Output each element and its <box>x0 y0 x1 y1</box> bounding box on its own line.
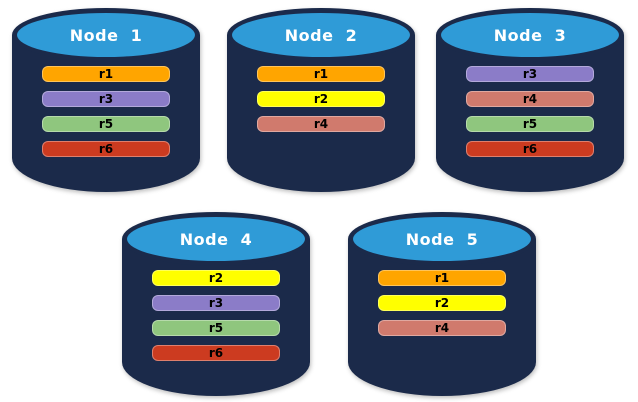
node-5-records: r1 r2 r4 <box>348 270 536 336</box>
record-bar-r2: r2 <box>257 91 385 107</box>
node-1-cylinder-top: Node 1 <box>12 8 200 62</box>
record-bar-r1: r1 <box>257 66 385 82</box>
record-bar-r6: r6 <box>466 141 594 157</box>
record-bar-r2: r2 <box>152 270 280 286</box>
node-1-title: Node 1 <box>69 25 143 45</box>
node-5: Node 5 r1 r2 r4 <box>348 212 536 396</box>
node-4-records: r2 r3 r5 r6 <box>122 270 310 361</box>
node-2-title: Node 2 <box>284 25 358 45</box>
node-1-records: r1 r3 r5 r6 <box>12 66 200 157</box>
record-bar-r5: r5 <box>42 116 170 132</box>
node-2-cylinder-top: Node 2 <box>227 8 415 62</box>
record-bar-r5: r5 <box>152 320 280 336</box>
record-bar-r1: r1 <box>42 66 170 82</box>
record-bar-r6: r6 <box>152 345 280 361</box>
record-bar-r1: r1 <box>378 270 506 286</box>
record-bar-r3: r3 <box>152 295 280 311</box>
record-bar-r5: r5 <box>466 116 594 132</box>
record-bar-r4: r4 <box>257 116 385 132</box>
record-bar-r6: r6 <box>42 141 170 157</box>
node-1: Node 1 r1 r3 r5 r6 <box>12 8 200 192</box>
node-2: Node 2 r1 r2 r4 <box>227 8 415 192</box>
record-bar-r2: r2 <box>378 295 506 311</box>
node-3-cylinder-top: Node 3 <box>436 8 624 62</box>
record-bar-r3: r3 <box>42 91 170 107</box>
record-bar-r4: r4 <box>378 320 506 336</box>
node-3: Node 3 r3 r4 r5 r6 <box>436 8 624 192</box>
node-2-records: r1 r2 r4 <box>227 66 415 132</box>
node-3-records: r3 r4 r5 r6 <box>436 66 624 157</box>
node-4-title: Node 4 <box>179 229 253 249</box>
node-5-cylinder-top: Node 5 <box>348 212 536 266</box>
node-3-title: Node 3 <box>493 25 567 45</box>
node-4-cylinder-top: Node 4 <box>122 212 310 266</box>
record-bar-r4: r4 <box>466 91 594 107</box>
record-bar-r3: r3 <box>466 66 594 82</box>
node-5-title: Node 5 <box>405 229 479 249</box>
node-4: Node 4 r2 r3 r5 r6 <box>122 212 310 396</box>
